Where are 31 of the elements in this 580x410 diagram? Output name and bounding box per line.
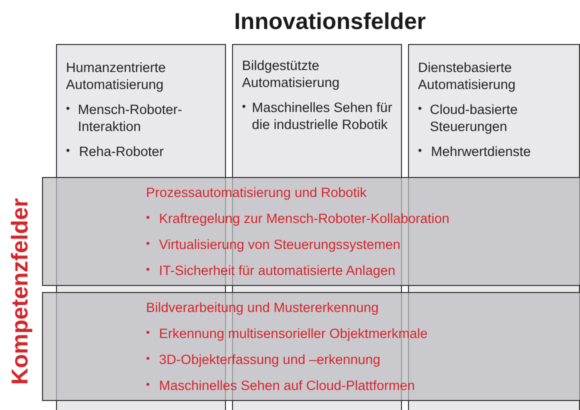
bullet-item: Maschinelles Sehen für die industrielle Robotik	[252, 99, 393, 133]
bullet-marker: •	[146, 237, 151, 252]
bullet-marker: •	[418, 144, 423, 159]
bullet-marker: •	[66, 102, 71, 117]
bullet-item: Reha-Roboter	[79, 143, 164, 160]
bullet-marker: •	[146, 352, 151, 367]
heading-text: Bildgestützte Automatisierung	[242, 57, 341, 91]
bullet-item: Maschinelles Sehen auf Cloud-Plattformen	[159, 377, 415, 394]
bullet-marker: •	[146, 263, 151, 278]
heading-text: Dienstebasierte Automatisierung	[418, 59, 517, 93]
bullet-marker: •	[242, 100, 246, 115]
bullet-item: IT-Sicherheit für automatisierte Anlagen	[159, 262, 396, 279]
band-box	[42, 177, 580, 286]
bullet-marker: •	[418, 102, 423, 117]
side-label: Kompetenzfelder	[6, 197, 34, 387]
bullet-marker: •	[146, 378, 151, 393]
heading-text: Prozessautomatisierung und Robotik	[146, 184, 368, 201]
bullet-marker: •	[146, 326, 151, 341]
heading-text: Bildverarbeitung und Mustererkennung	[146, 299, 380, 316]
bullet-item: Virtualisierung von Steuerungssystemen	[159, 236, 400, 253]
bullet-item: 3D-Objekterfassung und –erkennung	[159, 351, 380, 368]
bullet-item: Kraftregelung zur Mensch-Roboter-Kollaboration	[159, 210, 450, 227]
bullet-item: Mensch-Roboter-Interaktion	[78, 101, 184, 135]
heading: Innovationsfelder	[233, 8, 427, 35]
heading-text: Humanzentrierte Automatisierung	[66, 59, 167, 93]
bullet-marker: •	[66, 144, 71, 159]
bullet-item: Mehrwertdienste	[431, 143, 531, 160]
bullet-marker: •	[146, 211, 151, 226]
bullet-item: Erkennung multisensorieller Objektmerkmale	[159, 325, 428, 342]
bullet-item: Cloud-basierte Steuerungen	[430, 101, 519, 135]
band-box	[42, 292, 580, 401]
